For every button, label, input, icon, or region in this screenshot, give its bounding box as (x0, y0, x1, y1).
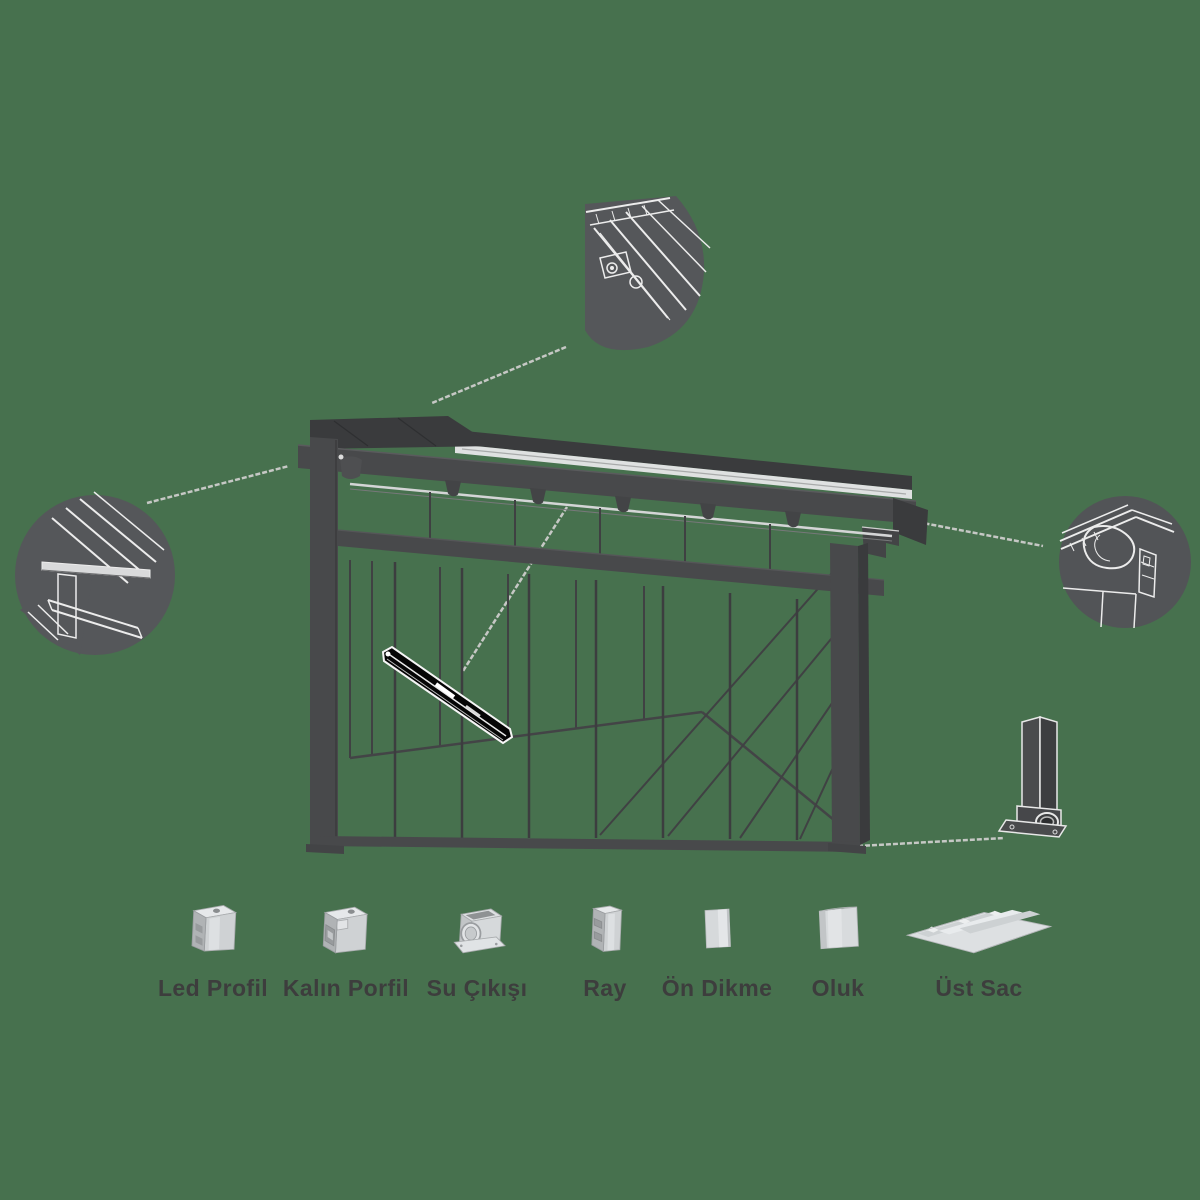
led-profil-thumbnail (178, 891, 248, 965)
left-post-foot (306, 844, 344, 854)
roller-bracket (445, 480, 461, 497)
left-callout-bubble (15, 495, 175, 655)
part-label: Ray (583, 975, 627, 1001)
su-cikisi-icon (453, 908, 506, 954)
part-item-ray: Ray (540, 891, 670, 1002)
post-water-outlet-detail (997, 715, 1068, 838)
roller-bracket (615, 496, 631, 513)
roof-sliding-panel (310, 416, 494, 449)
roller-bracket (785, 511, 801, 528)
leader-top-callout (431, 345, 567, 405)
ust-sac-thumbnail (893, 891, 1065, 965)
on-dikme-icon (704, 908, 731, 949)
right-post-side (858, 543, 870, 845)
pergola-roof (297, 416, 928, 558)
led-profile-highlight (381, 645, 514, 745)
right-callout-gutter-detail (1059, 496, 1191, 629)
part-item-oluk: Oluk (773, 891, 903, 1002)
part-item-ust-sac: Üst Sac (879, 891, 1079, 1002)
leader-post-detail (857, 836, 1005, 848)
leader-left-callout (146, 464, 290, 505)
on-dikme-thumbnail (687, 891, 747, 965)
part-label: Oluk (811, 975, 865, 1001)
ray-icon (591, 905, 624, 953)
left-callout-corner-detail (15, 491, 175, 655)
part-label: Üst Sac (935, 975, 1023, 1001)
roof-fascia-beam (298, 445, 916, 524)
su-cikisi-thumbnail (440, 891, 514, 965)
roller-bracket (340, 456, 362, 479)
pergola-structure (297, 416, 928, 854)
right-post-foot (828, 843, 866, 854)
part-item-su-cikisi: Su Çıkışı (412, 891, 542, 1002)
kalin-porfil-icon (322, 906, 369, 954)
leader-led-bar (461, 506, 569, 672)
pergola-interior-lines (349, 547, 857, 840)
frieze-header-beam (316, 528, 884, 596)
ust-sac-icon (905, 909, 1053, 954)
roller-bracket (700, 503, 716, 520)
bottom-sill (320, 836, 860, 852)
part-label: Ön Dikme (661, 975, 773, 1001)
part-item-on-dikme: Ön Dikme (652, 891, 782, 1002)
left-post (310, 437, 338, 848)
pergola-frieze (315, 454, 893, 596)
roller-bracket (530, 488, 546, 505)
top-callout-roof-rail-detail (585, 196, 711, 351)
top-callout-bubble (585, 196, 705, 351)
roof-gutter-endcap (893, 498, 928, 545)
right-callout-bubble (1059, 496, 1191, 628)
oluk-thumbnail (804, 891, 872, 965)
part-label: Led Profil (157, 975, 269, 1001)
kalin-porfil-thumbnail (311, 891, 381, 965)
ray-thumbnail (572, 891, 638, 965)
led-profil-icon (191, 905, 238, 952)
part-item-led-profil: Led Profil (148, 891, 278, 1002)
oluk-icon (818, 906, 859, 950)
roof-back-rail (455, 430, 912, 490)
right-post (830, 543, 860, 845)
part-label: Kalın Porfil (282, 975, 410, 1001)
part-label: Su Çıkışı (426, 975, 528, 1001)
pergola-frame (306, 437, 870, 854)
part-item-kalin-porfil: Kalın Porfil (281, 891, 411, 1002)
